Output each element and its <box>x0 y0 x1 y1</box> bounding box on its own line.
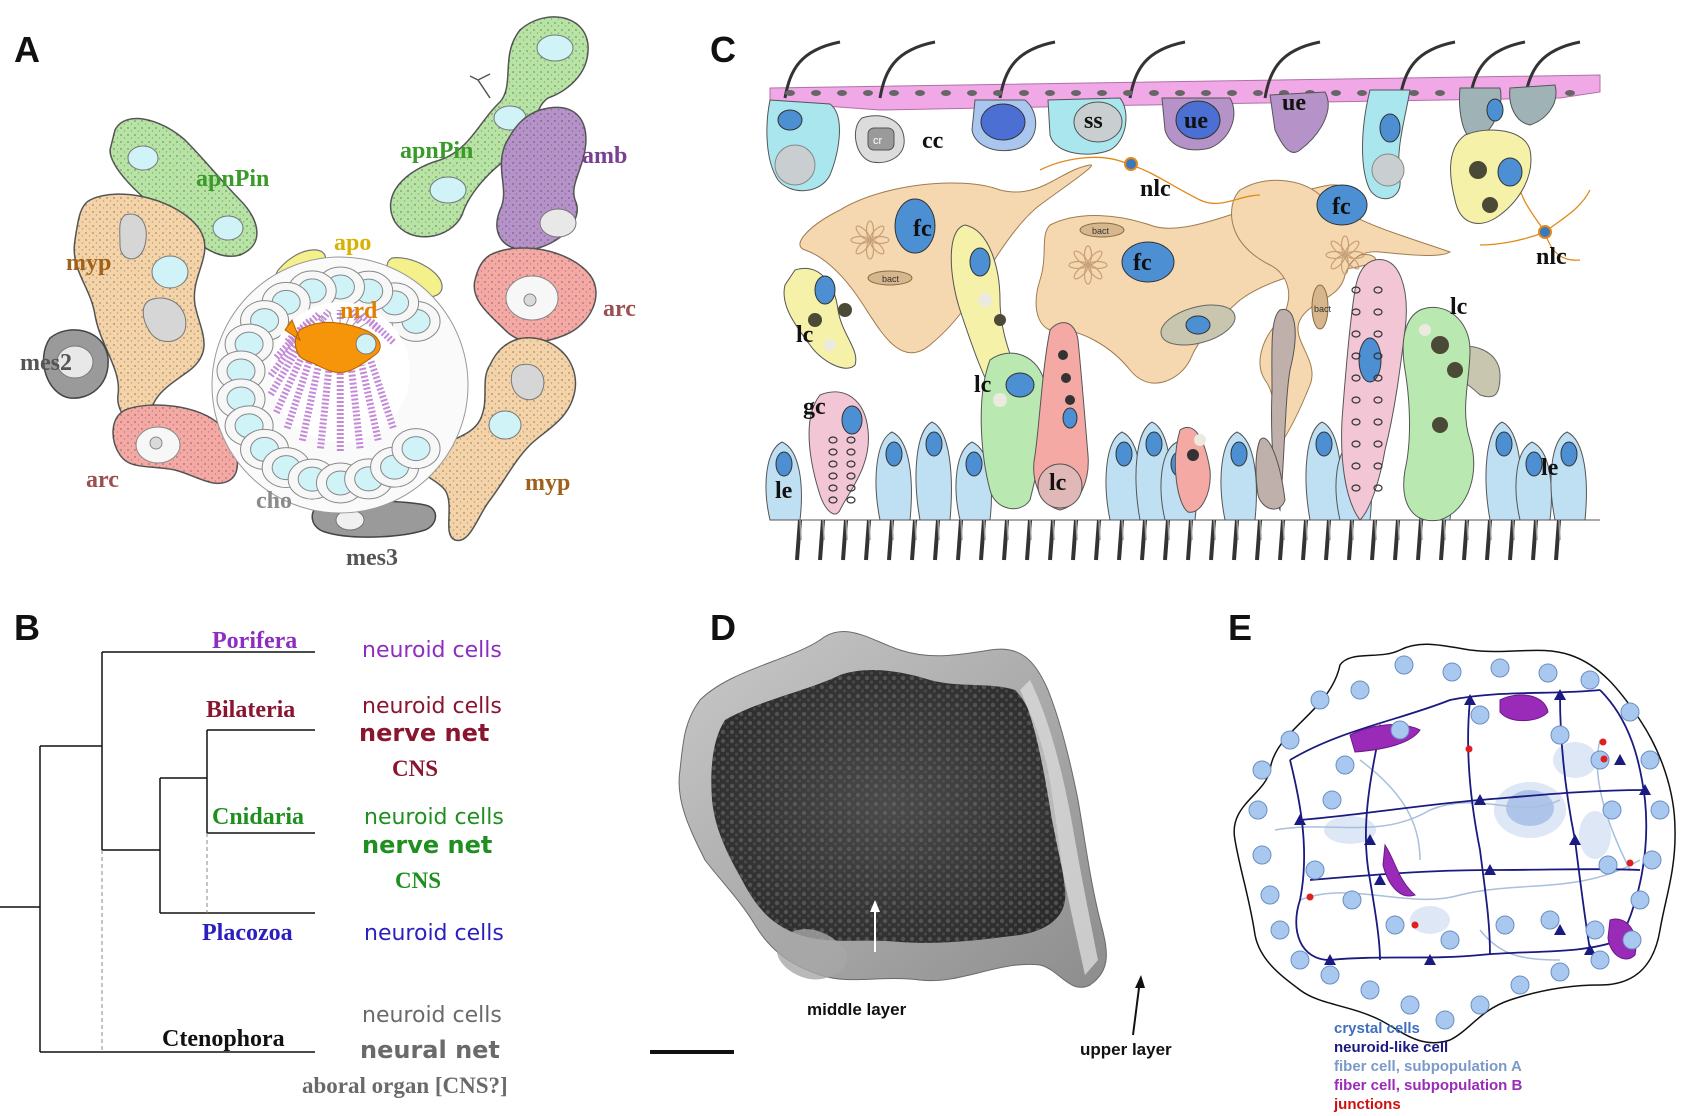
label-gc: gc <box>803 394 826 420</box>
green-lc-cells <box>980 306 1475 522</box>
label-ue-top: ue <box>1282 90 1306 116</box>
trait-porifera-1: neuroid cells <box>362 638 502 663</box>
junctions <box>1306 738 1634 929</box>
panel-d: D middle layer upper layer <box>650 607 1172 1059</box>
panel-e: E crystal cells neuroid-like cell fiber … <box>1228 607 1676 1113</box>
label-lc-right: lc <box>1450 294 1468 320</box>
label-ss: ss <box>1084 108 1103 134</box>
label-cc: cc <box>922 128 944 154</box>
label-nlc-right: nlc <box>1536 244 1567 270</box>
cell-outline <box>1233 643 1676 1044</box>
nrd-cell <box>284 318 381 374</box>
amb-cell <box>496 106 587 251</box>
upper-layer-cells: cr <box>766 84 1557 200</box>
legend-neuroid-like-cell: neuroid-like cell <box>1334 1039 1448 1056</box>
label-nrd: nrd <box>340 298 378 324</box>
taxon-placozoa: Placozoa <box>202 920 293 946</box>
label-fc-mid: fc <box>1133 250 1152 276</box>
sem-image <box>678 630 1107 988</box>
trait-bilateria-1: neuroid cells <box>362 694 502 719</box>
trait-cnidaria-1: neuroid cells <box>364 805 504 830</box>
trait-cnidaria-3: CNS <box>395 868 441 893</box>
trait-bilateria-2: nerve net <box>359 719 489 747</box>
arrow-upper-layer <box>1132 979 1141 1036</box>
arc-right-cell <box>473 247 597 343</box>
label-lc-bottom: lc <box>1049 470 1067 496</box>
label-bact-1: bact <box>882 274 900 284</box>
trait-placozoa-1: neuroid cells <box>364 921 504 946</box>
panel-c: C cr <box>710 29 1601 561</box>
panel-c-letter: C <box>710 29 736 70</box>
myp-right-cell <box>424 337 577 542</box>
label-nlc-top: nlc <box>1140 176 1171 202</box>
panel-b: B Porifera neuroid cells Bilateria neuro… <box>0 607 508 1098</box>
lc-central-cell <box>1033 322 1089 511</box>
cho-cell <box>216 350 266 392</box>
taxon-ctenophora: Ctenophora <box>162 1026 285 1052</box>
arrowhead-middle-layer <box>870 900 880 912</box>
label-mes3: mes3 <box>346 545 398 571</box>
label-fc-left: fc <box>913 216 932 242</box>
trait-bilateria-3: CNS <box>392 756 438 781</box>
scale-bar <box>650 1050 734 1054</box>
legend-crystal-cells: crystal cells <box>1334 1020 1420 1037</box>
taxon-porifera: Porifera <box>212 628 297 654</box>
trait-ctenophora-2: neural net <box>360 1036 500 1064</box>
label-upper-layer: upper layer <box>1080 1040 1172 1059</box>
fiber-cells-a <box>1324 742 1611 934</box>
legend-junctions: junctions <box>1333 1096 1401 1113</box>
arrowhead-upper-layer <box>1135 975 1145 988</box>
label-cr: cr <box>873 135 883 147</box>
label-arc-left: arc <box>86 467 119 493</box>
label-apnpin-right: apnPin <box>400 138 473 164</box>
cho-cell <box>391 428 441 470</box>
panel-d-letter: D <box>710 607 736 648</box>
legend-fiber-b: fiber cell, subpopulation B <box>1334 1077 1523 1094</box>
myp-left-cell <box>73 193 206 429</box>
apnpin-left-cell <box>109 117 258 258</box>
label-cho: cho <box>256 488 292 514</box>
label-le-left: le <box>775 478 793 504</box>
label-arc-right: arc <box>603 296 636 322</box>
lower-cilia <box>795 519 1561 561</box>
legend-e: crystal cells neuroid-like cell fiber ce… <box>1333 1020 1523 1113</box>
arc-left-cell <box>112 404 239 485</box>
panel-b-letter: B <box>14 607 40 648</box>
apnpin-right-cell <box>389 16 589 238</box>
label-middle-layer: middle layer <box>807 1000 907 1019</box>
label-apnpin-left: apnPin <box>196 166 269 192</box>
label-myp-left: myp <box>66 250 111 276</box>
label-bact-2: bact <box>1092 226 1110 236</box>
gland-cells <box>808 259 1407 521</box>
trait-ctenophora-3: aboral organ [CNS?] <box>302 1073 508 1098</box>
crystal-cells <box>1248 655 1670 1030</box>
label-ue-cell: ue <box>1184 108 1208 134</box>
label-fc-right: fc <box>1332 194 1351 220</box>
label-myp-right: myp <box>525 470 570 496</box>
panel-a-letter: A <box>14 29 40 70</box>
label-bact-3: bact <box>1314 304 1332 314</box>
mes2-cell <box>42 329 109 399</box>
label-le-right: le <box>1541 455 1559 481</box>
label-lc-mid: lc <box>974 372 992 398</box>
taxon-bilateria: Bilateria <box>206 697 295 723</box>
panel-e-letter: E <box>1228 607 1252 648</box>
label-lc-left: lc <box>796 322 814 348</box>
panel-a: A <box>14 16 636 571</box>
cho-rosette <box>211 256 469 514</box>
trait-cnidaria-2: nerve net <box>362 831 492 859</box>
trait-ctenophora-1: neuroid cells <box>362 1003 502 1028</box>
fiber-cells: bact bact bact <box>799 164 1452 446</box>
taxon-cnidaria: Cnidaria <box>212 804 304 830</box>
label-apo: apo <box>334 230 371 256</box>
label-mes2: mes2 <box>20 350 72 376</box>
legend-fiber-a: fiber cell, subpopulation A <box>1334 1058 1522 1075</box>
label-amb: amb <box>582 143 627 169</box>
phylogeny-tree <box>0 651 315 1053</box>
